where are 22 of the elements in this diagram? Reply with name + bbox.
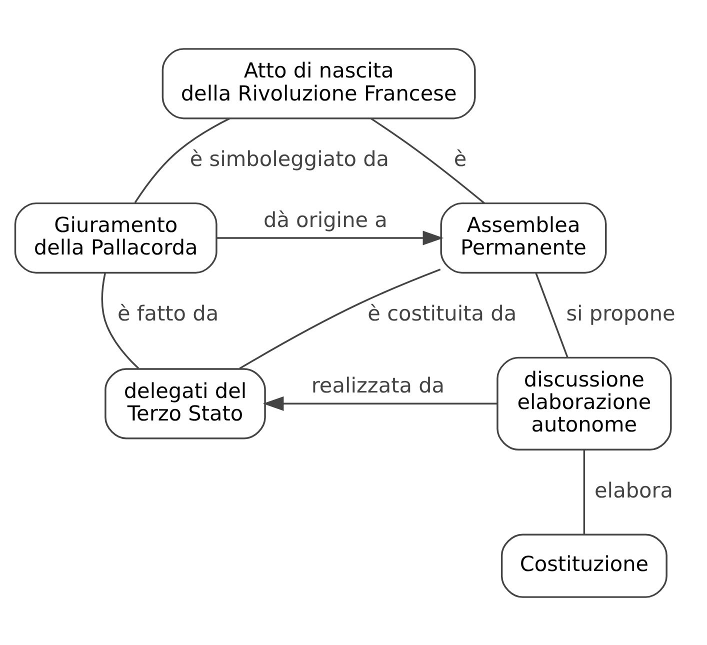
- edge-label: dà origine a: [264, 207, 388, 232]
- node-box: Costituzione: [500, 533, 668, 598]
- edge-label: è costituita da: [368, 301, 517, 326]
- connector: [370, 117, 485, 204]
- edge-label: realizzata da: [311, 373, 445, 398]
- edge-label: si propone: [566, 301, 676, 326]
- node-box: Assemblea Permanente: [440, 202, 607, 274]
- connector: [101, 272, 140, 368]
- connector: [535, 272, 568, 358]
- arrow: [262, 396, 498, 410]
- edge-label: elabora: [594, 478, 674, 502]
- node-box: Atto di nascita della Rivoluzione Francese: [162, 48, 476, 119]
- arrow: [216, 230, 444, 245]
- node-box: Giuramento della Pallacorda: [14, 202, 218, 274]
- edge-label: è fatto da: [118, 301, 219, 326]
- edge-label: è simboleggiato da: [190, 146, 390, 171]
- connector: [239, 268, 441, 369]
- connector: [134, 117, 230, 203]
- connector: [583, 450, 586, 534]
- node-box: discussione elaborazione autonome: [496, 356, 672, 450]
- edge-label: è: [454, 146, 467, 171]
- node-box: delegati del Terzo Stato: [104, 368, 266, 439]
